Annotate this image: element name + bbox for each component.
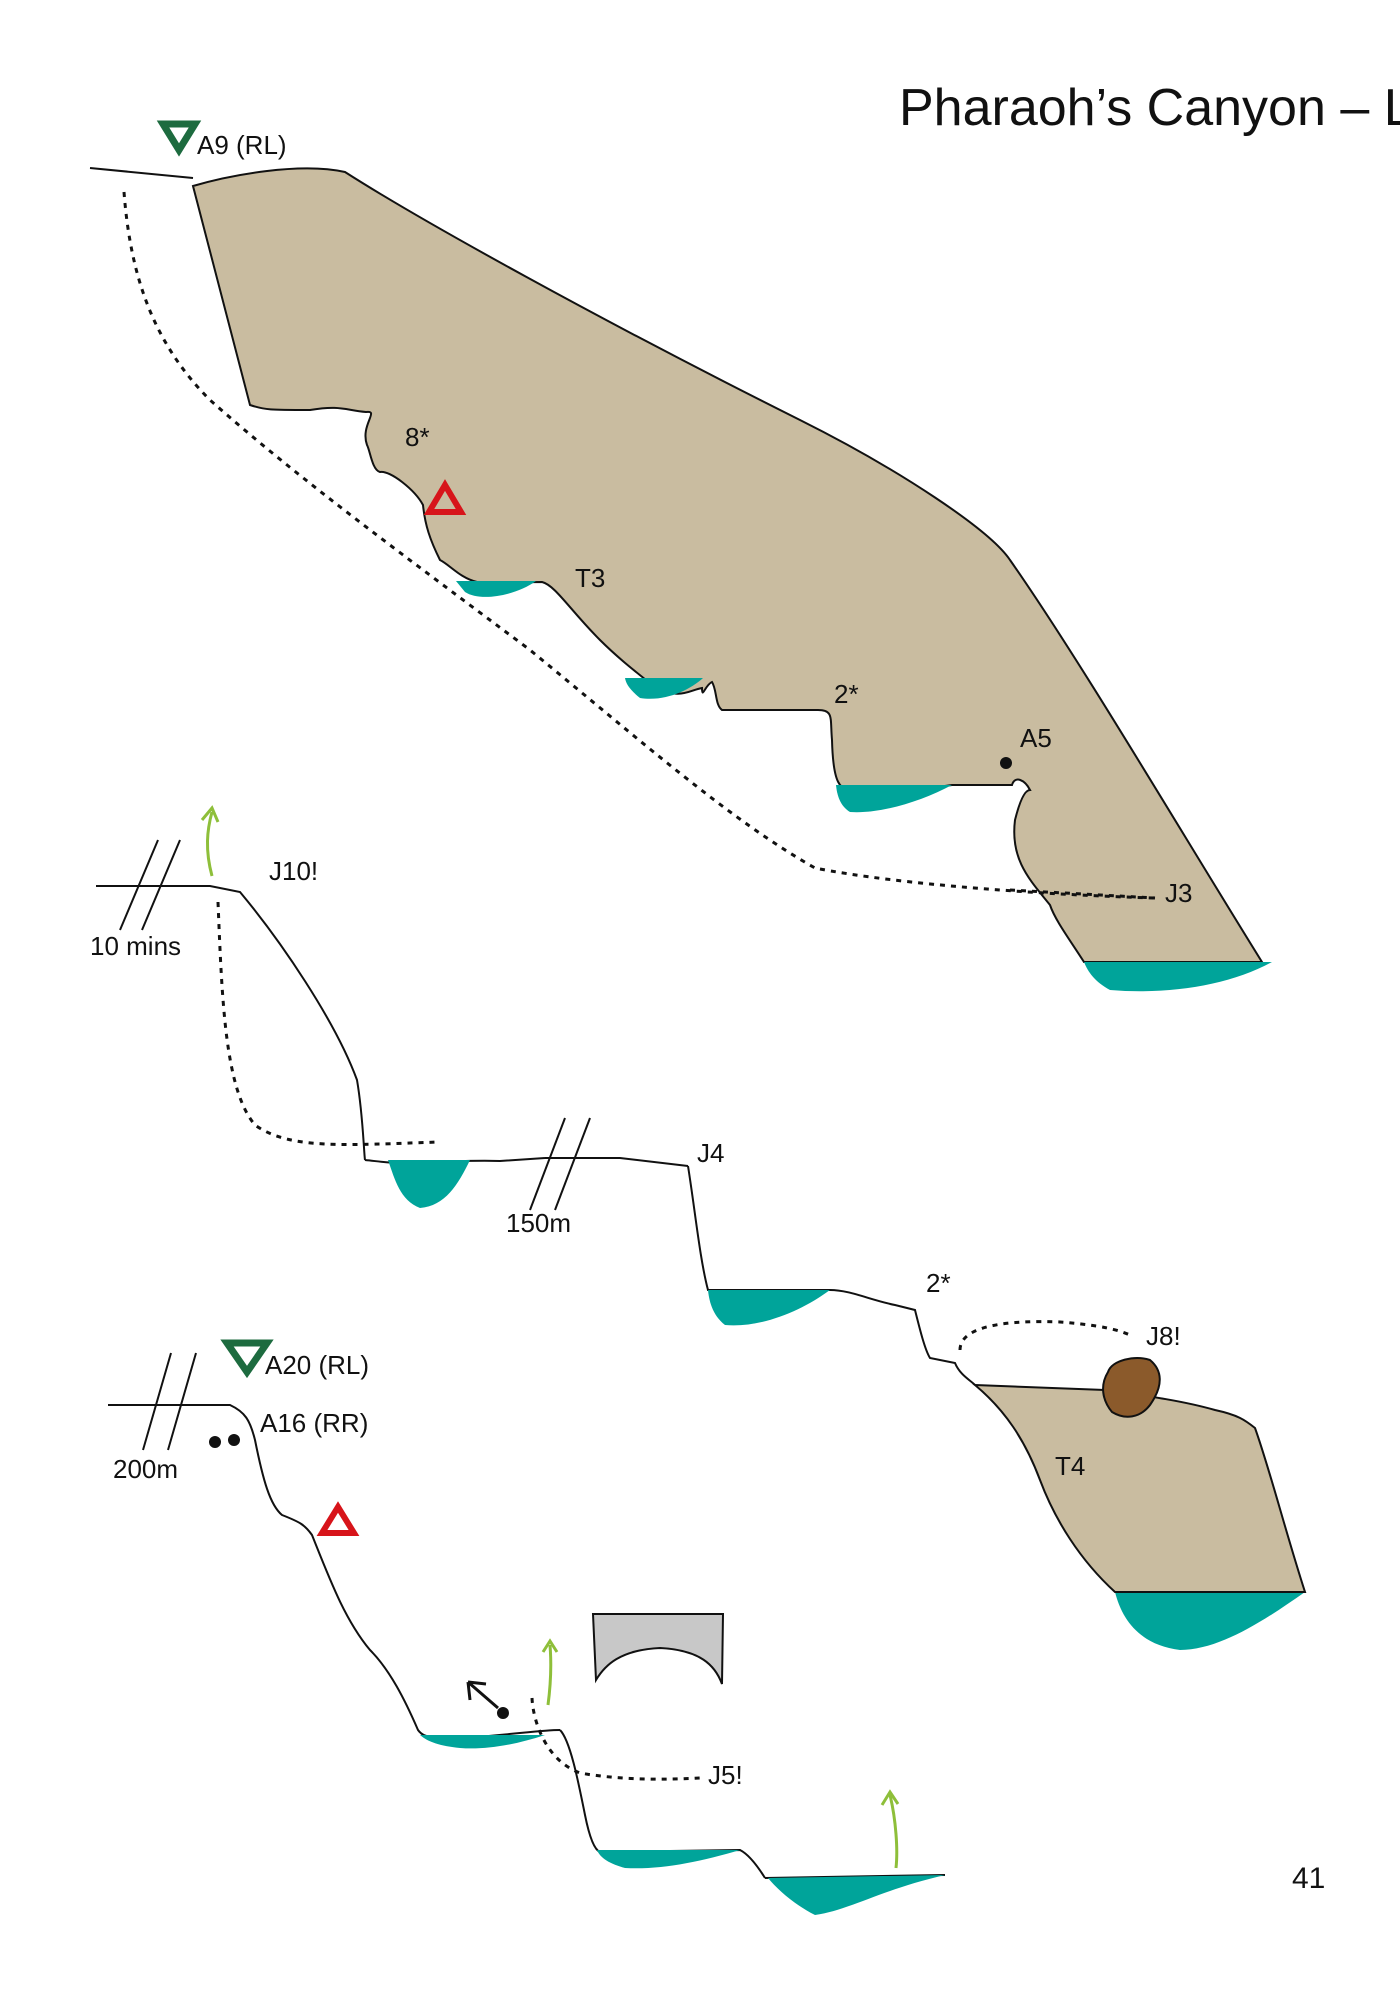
upper-pool-2 <box>625 678 703 699</box>
middle-floor-2 <box>545 1157 689 1167</box>
exit-arrow-icon-top <box>205 811 214 877</box>
hazard-triangle-lower <box>316 1501 360 1536</box>
upper-pool-1 <box>456 581 536 597</box>
direction-arrow-icon <box>466 1680 499 1710</box>
upper-rock-mass <box>191 167 1264 963</box>
middle-break-slash-3 <box>529 1117 566 1211</box>
middle-pool-t4 <box>1115 1592 1305 1650</box>
t4-rock-mass <box>972 1383 1307 1594</box>
distance-200m-label: 200m <box>113 1454 178 1484</box>
page-number: 41 <box>1292 1862 1326 1895</box>
drop-8-star-label: 8* <box>405 422 430 452</box>
a5-label: A5 <box>1020 723 1052 753</box>
exit-arrow-head-lower-1 <box>541 1638 559 1653</box>
middle-pool-2 <box>708 1290 830 1326</box>
hazard-triangle-upper <box>423 479 467 515</box>
middle-step-1 <box>687 1165 976 1386</box>
lower-floor-end <box>764 1874 946 1879</box>
boulder-icon <box>1102 1357 1161 1418</box>
upper-trail-extension <box>1009 888 1156 900</box>
page-title: Pharaoh’s Canyon – L <box>899 79 1400 137</box>
a20-label: A20 (RL) <box>265 1350 369 1380</box>
lower-pool-3 <box>768 1875 945 1915</box>
lower-break-slash-1 <box>142 1352 172 1451</box>
j5-label: J5! <box>708 1760 743 1790</box>
t4-label: T4 <box>1055 1451 1085 1481</box>
exit-arrow-head-top <box>200 805 220 823</box>
section-middle: 10 mins J10! 150m J4 2* J8! T4 <box>90 805 1307 1650</box>
a9-label: A9 (RL) <box>197 130 287 160</box>
lower-pool-1 <box>420 1735 545 1749</box>
distance-150m-label: 150m <box>506 1208 571 1238</box>
a16-label: A16 (RR) <box>260 1408 368 1438</box>
section-upper: A9 (RL) 8* T3 2* A5 J3 <box>89 120 1272 992</box>
middle-break-slash-4 <box>554 1117 591 1211</box>
a16-bolt-icon-2 <box>228 1434 240 1446</box>
ten-mins-label: 10 mins <box>90 931 181 961</box>
j10-label: J10! <box>269 856 318 886</box>
exit-arrow-icon-lower-1 <box>546 1644 553 1706</box>
a20-rappel-marker <box>220 1339 274 1379</box>
lower-break-slash-2 <box>167 1352 197 1451</box>
section-lower: 200m A20 (RL) A16 (RR) J5! <box>108 1339 946 1915</box>
a9-rappel-marker <box>156 120 202 157</box>
j5-bypass-trail <box>530 1697 701 1781</box>
j8-bypass-trail <box>958 1320 1133 1351</box>
lower-step-1 <box>559 1729 766 1879</box>
j8-label: J8! <box>1146 1321 1181 1351</box>
upper-pool-3 <box>836 785 952 813</box>
middle-walk-around-trail <box>216 901 441 1147</box>
j3-label: J3 <box>1165 878 1192 908</box>
exit-arrow-icon-lower-2 <box>888 1794 899 1869</box>
middle-break-slash-1 <box>119 839 159 931</box>
upper-rim-left <box>89 167 194 179</box>
a5-bolt-icon <box>1000 757 1012 769</box>
a16-bolt-icon-1 <box>209 1436 221 1448</box>
j4-label: J4 <box>697 1138 724 1168</box>
drop-2-star-label-middle: 2* <box>926 1268 951 1298</box>
middle-pool-1 <box>388 1160 470 1208</box>
upper-pool-4 <box>1084 962 1272 992</box>
arch-icon <box>591 1613 725 1685</box>
exit-arrow-head-lower-2 <box>880 1789 900 1806</box>
lower-pool-2 <box>597 1850 740 1869</box>
t3-label: T3 <box>575 563 605 593</box>
middle-rim <box>96 885 366 1161</box>
middle-break-slash-2 <box>141 839 181 931</box>
direction-point-icon <box>497 1707 509 1719</box>
drop-2-star-label-upper: 2* <box>834 679 859 709</box>
